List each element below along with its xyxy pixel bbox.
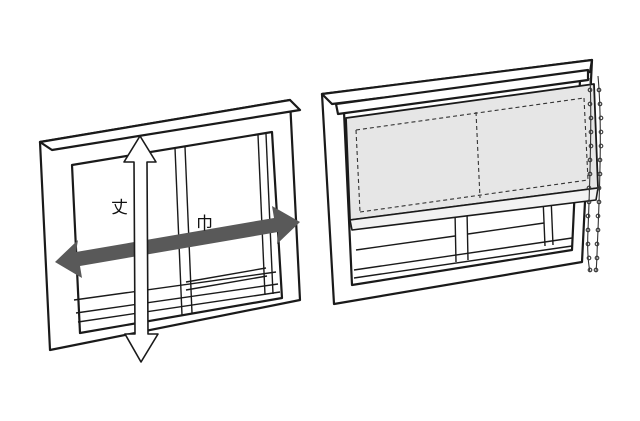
width-label: 巾 [196, 214, 213, 234]
height-label: 丈 [111, 198, 128, 218]
window-frame-left [38, 98, 302, 352]
roman-shade [334, 68, 599, 231]
width-arrow [55, 206, 300, 278]
bead-chain-icon [585, 75, 604, 273]
double-arrow-horizontal-icon [55, 206, 300, 278]
height-arrow [123, 135, 159, 363]
double-arrow-vertical-icon [123, 135, 159, 363]
